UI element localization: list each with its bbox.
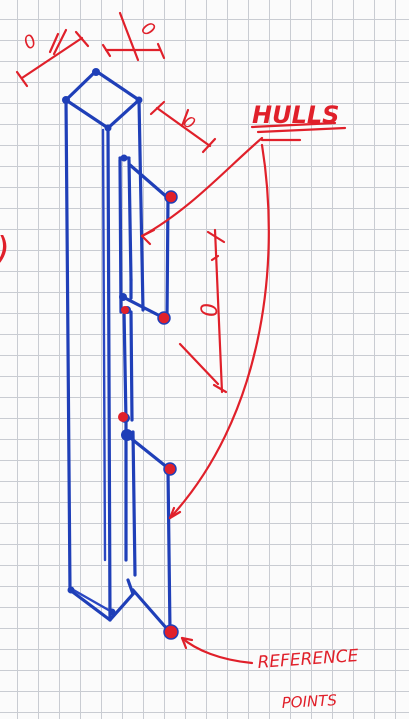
hulls-leaders xyxy=(140,136,302,520)
prism-bottom-edge-inner xyxy=(68,586,114,614)
hulls-underline xyxy=(250,121,337,129)
lower-hull-outer xyxy=(166,468,172,634)
prism-front-edge xyxy=(106,126,112,622)
dimension-vertical xyxy=(178,228,228,394)
dimension-top-left xyxy=(15,28,90,88)
dim-label-side: 0 xyxy=(180,112,199,133)
dimension-side xyxy=(149,100,217,154)
rib-left-mid xyxy=(122,308,128,422)
dim-label-top-right: 0 xyxy=(137,18,159,41)
reference-label-line1: REFERENCE xyxy=(257,646,359,673)
upper-hull-top-arm xyxy=(128,163,170,200)
dim-label-top-left: 0 xyxy=(20,30,40,54)
reference-points xyxy=(118,190,179,640)
rib-left-upper xyxy=(118,158,123,314)
tall-prism xyxy=(64,69,145,622)
reference-label-line2: POINTS xyxy=(281,691,338,712)
left-edge-mark: ) xyxy=(0,230,10,271)
prism-top-face xyxy=(64,69,141,130)
reference-leader xyxy=(180,636,254,665)
upper-hull-bottom-arm xyxy=(123,296,166,320)
prism-left-edge xyxy=(64,98,72,592)
lower-hull-top-arm xyxy=(126,434,170,470)
leader-to-lower-hull xyxy=(168,143,270,520)
prism-bottom-edges xyxy=(68,588,135,622)
prism-front-edge-inner xyxy=(101,128,107,562)
hull-ribs xyxy=(118,156,172,634)
dimension-top-right xyxy=(101,11,166,62)
upper-hull-outer xyxy=(165,196,170,320)
hulls-label: HULLS xyxy=(252,101,339,129)
prism-right-edge-upper xyxy=(137,98,145,312)
leader-to-upper-hull xyxy=(140,136,264,238)
lower-hull-bottom-arm xyxy=(131,588,170,632)
dim-label-vertical: 0 xyxy=(198,303,223,317)
